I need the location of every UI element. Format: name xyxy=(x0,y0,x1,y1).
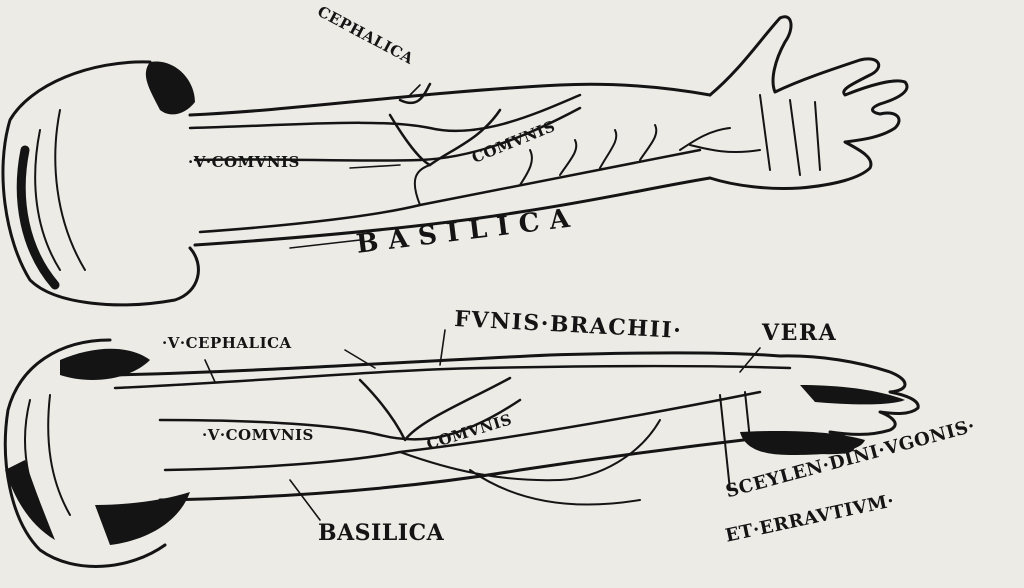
top-arm-upper-edge xyxy=(188,82,712,117)
bottom-cloth-shadow-2 xyxy=(95,492,190,545)
bottom-hand-shadow xyxy=(740,430,865,455)
top-vein-comunis xyxy=(193,106,582,162)
top-vein-cephalica-branch xyxy=(398,82,432,105)
bottom-vein-lower-branches xyxy=(399,419,661,506)
bottom-leader-funis xyxy=(439,329,446,366)
bottom-vein-wrist xyxy=(719,391,751,491)
bottom-leader-vera xyxy=(739,347,761,373)
top-arm-lower-edge xyxy=(193,176,712,247)
bottom-arm-upper-edge xyxy=(108,351,782,377)
bottom-arm-lower-edge xyxy=(158,436,762,502)
bottom-cloth-shadow xyxy=(5,460,55,540)
top-cloth-hatching xyxy=(34,109,86,271)
bottom-cloth-fold xyxy=(60,348,150,380)
top-leader-cephalica xyxy=(409,84,421,96)
bottom-arm xyxy=(3,329,920,568)
label-bottom-v-cephalica: ·V·CEPHALICA xyxy=(162,334,292,352)
bottom-vein-cephalica xyxy=(113,364,792,390)
top-cloth-shadow xyxy=(16,145,60,290)
top-hand-bandage xyxy=(759,94,821,176)
bottom-hand-outline xyxy=(758,354,920,455)
label-bottom-basilica: BASILICA xyxy=(318,520,445,546)
bottom-vein-basilica xyxy=(163,390,762,472)
bottom-leader-basilica xyxy=(289,479,321,521)
top-arm xyxy=(1,15,909,307)
bottom-leader-cephalica-tail xyxy=(344,349,376,369)
label-bottom-vera: VERA xyxy=(762,320,838,346)
top-cloth-fold xyxy=(145,61,195,115)
bottom-vein-cross xyxy=(358,376,512,442)
label-top-v-comunis: ·V·COMVNIS xyxy=(188,153,300,171)
bottom-leader-v-cephalica xyxy=(204,359,216,383)
label-bottom-v-comunis: ·V·COMVNIS xyxy=(202,426,314,444)
bottom-hand-shadow-2 xyxy=(800,385,905,405)
bottom-cloth-outline xyxy=(3,338,167,568)
top-cloth-outline xyxy=(1,60,200,307)
bottom-leader-v-comunis xyxy=(364,431,396,439)
top-vein-cephalica xyxy=(188,93,582,133)
bottom-cloth-hatching xyxy=(24,394,71,521)
top-hand-outline xyxy=(708,15,909,190)
top-leader-basilica xyxy=(289,239,361,249)
top-leader-v-comunis xyxy=(349,164,401,169)
top-vein-branches xyxy=(413,124,761,206)
